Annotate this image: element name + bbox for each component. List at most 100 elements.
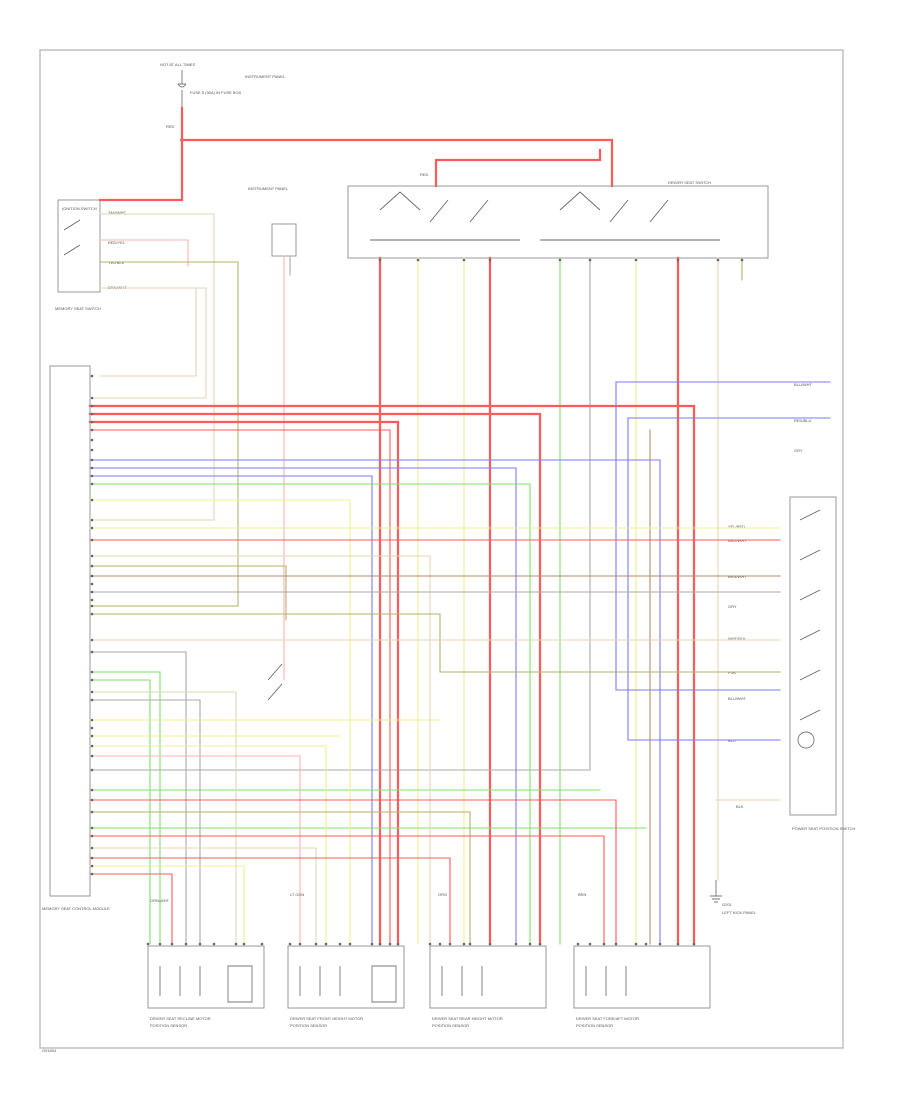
m2-top-code: LT GRN <box>290 892 304 897</box>
pin-590-944 <box>588 942 592 946</box>
pin-92-700 <box>90 698 94 702</box>
wire-4 <box>89 213 215 521</box>
pin-440-944 <box>438 942 442 946</box>
pin-214-944 <box>212 942 216 946</box>
pin-450-944 <box>448 942 452 946</box>
control-module-box <box>49 365 91 897</box>
seat-switch-contacts-left <box>370 191 520 241</box>
rs-code-12: BLK <box>736 804 744 809</box>
pin-92-576 <box>90 574 94 578</box>
pin-326-944 <box>324 942 328 946</box>
pin-92-422 <box>90 420 94 424</box>
pin-464-944 <box>462 942 466 946</box>
fuse-sub-label: INSTRUMENT PANEL <box>245 74 286 79</box>
motor-4-sensor-icon <box>585 966 627 996</box>
pin-172-944 <box>170 942 174 946</box>
connector-pins <box>90 258 744 946</box>
pin-92-680 <box>90 678 94 682</box>
pin-464-260 <box>462 258 466 262</box>
pin-92-566 <box>90 564 94 568</box>
pin-92-484 <box>90 482 94 486</box>
pin-604-944 <box>602 942 606 946</box>
pin-316-944 <box>314 942 318 946</box>
pin-92-556 <box>90 554 94 558</box>
pin-92-812 <box>90 810 94 814</box>
driver-seat-switch: DRIVER SEAT SWITCH RED <box>347 172 769 259</box>
pin-92-720 <box>90 718 94 722</box>
pin-92-614 <box>90 612 94 616</box>
ign-tan-code: TAN/WHT <box>108 210 126 215</box>
pin-92-756 <box>90 754 94 758</box>
pin-92-672 <box>90 670 94 674</box>
pin-398-944 <box>396 942 400 946</box>
wire-7 <box>89 287 207 399</box>
pin-92-430 <box>90 428 94 432</box>
motor-2-label: DRIVER SEAT FRONT HEIGHT MOTOR <box>290 1016 363 1021</box>
control-module-label-upper: MEMORY SEAT SWITCH <box>55 306 101 311</box>
top-red-code: RED <box>166 124 175 129</box>
rs-code-4: YEL/RED <box>728 524 745 529</box>
fuse-icon <box>177 70 187 108</box>
motor-3-label: DRIVER SEAT REAR HEIGHT MOTOR <box>432 1016 503 1021</box>
wire-45 <box>89 613 781 673</box>
motor-2-sensor-icon <box>299 965 397 1003</box>
pin-300-944 <box>298 942 302 946</box>
wire-35 <box>89 679 151 945</box>
hot-feed-label: HOT AT ALL TIMES <box>160 62 195 67</box>
position-switch-contacts <box>799 509 821 721</box>
wire-47 <box>89 651 187 945</box>
motor-3-sensor-icon <box>441 966 483 996</box>
ignition-contact-icon <box>63 219 81 256</box>
pin-560-260 <box>558 258 562 262</box>
pin-646-944 <box>644 942 648 946</box>
pin-92-460 <box>90 458 94 462</box>
pin-380-944 <box>378 942 382 946</box>
wire-33 <box>89 483 531 945</box>
pin-92-520 <box>90 518 94 522</box>
footer-code: G01894 <box>42 1048 57 1053</box>
pin-92-398 <box>90 396 94 400</box>
pin-350-944 <box>348 942 352 946</box>
pin-92-500 <box>90 498 94 502</box>
motor-4: DRIVER SEAT FORE/AFT MOTOR POSITION SENS… <box>573 945 711 1028</box>
rs-code-10: BLU/WHT <box>728 696 747 701</box>
pin-678-944 <box>676 942 680 946</box>
position-switch-sensor-icon <box>797 731 815 749</box>
pin-92-540 <box>90 538 94 542</box>
wire-55 <box>89 811 471 945</box>
wire-21 <box>88 404 696 946</box>
wire-38 <box>89 499 351 945</box>
control-module-label: MEMORY SEAT CONTROL MODULE <box>42 906 110 911</box>
pin-186-944 <box>184 942 188 946</box>
pin-92-836 <box>90 834 94 838</box>
pin-418-260 <box>416 258 420 262</box>
ground-sub-label: LEFT KICK PANEL <box>722 910 757 915</box>
wire-25 <box>89 459 661 945</box>
pin-430-944 <box>428 942 432 946</box>
relay-box <box>271 223 297 257</box>
pin-92-746 <box>90 744 94 748</box>
switch-red-code: RED <box>420 172 429 177</box>
pin-92-468 <box>90 466 94 470</box>
ignition-switch-label: IGNITION SWITCH <box>62 206 97 211</box>
wire-49 <box>89 699 201 945</box>
pin-92-858 <box>90 856 94 860</box>
pin-92-592 <box>90 590 94 594</box>
wire-41 <box>89 555 431 945</box>
ground-label: G201 <box>722 902 733 907</box>
wire-23 <box>88 420 400 946</box>
pin-92-440 <box>90 438 94 442</box>
center-switch-icon <box>267 663 283 701</box>
rs-code-1: BLU/WHT <box>794 382 813 387</box>
rs-code-2: RED/BLU <box>794 418 811 423</box>
wire-2 <box>180 138 614 188</box>
pin-470-944 <box>468 942 472 946</box>
wire-6 <box>89 261 239 607</box>
ign-red-code: RED/YEL <box>108 240 126 245</box>
wire-27 <box>89 475 373 945</box>
position-switch-label: POWER SEAT POSITION SWITCH <box>792 826 856 831</box>
pin-694-944 <box>692 942 696 946</box>
pin-540-944 <box>538 942 542 946</box>
fuse-label: FUSE 5 (30A) IN FUSE BOX <box>190 90 242 95</box>
seat-switch-contacts-right <box>540 191 720 241</box>
